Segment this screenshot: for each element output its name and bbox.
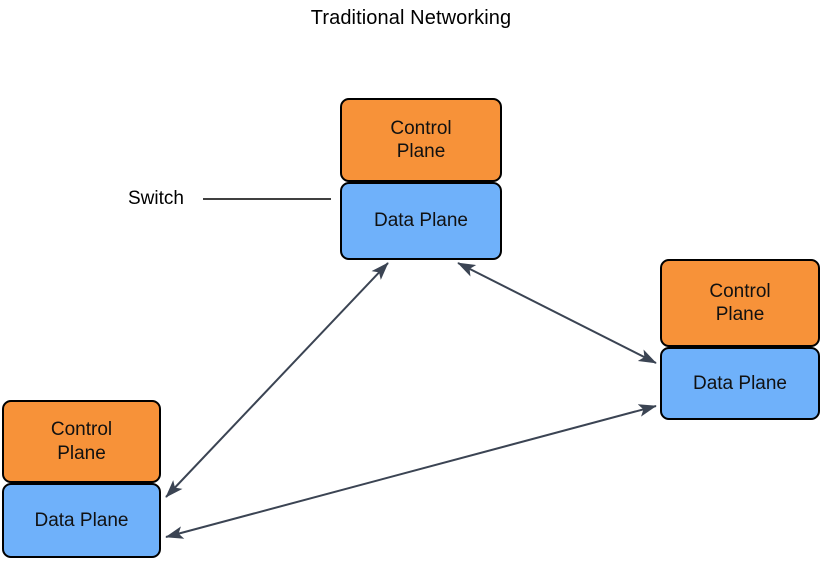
- switch-callout-label: Switch: [128, 188, 184, 209]
- diagram-title: Traditional Networking: [310, 7, 512, 29]
- switch-bottom-left-data-plane-box: Data Plane: [2, 483, 161, 558]
- link-top-to-right: [457, 262, 657, 364]
- switch-top-data-plane-box: Data Plane: [340, 182, 502, 260]
- switch-right-control-plane-box: Control Plane: [660, 259, 820, 347]
- link-bottom-left-to-top: [165, 262, 389, 498]
- switch-bottom-left-control-plane-box: Control Plane: [2, 400, 161, 483]
- switch-top-control-plane-box: Control Plane: [340, 98, 502, 182]
- link-bottom-left-to-right: [165, 404, 657, 539]
- switch-right-data-plane-box: Data Plane: [660, 347, 820, 420]
- network-links: [165, 262, 657, 539]
